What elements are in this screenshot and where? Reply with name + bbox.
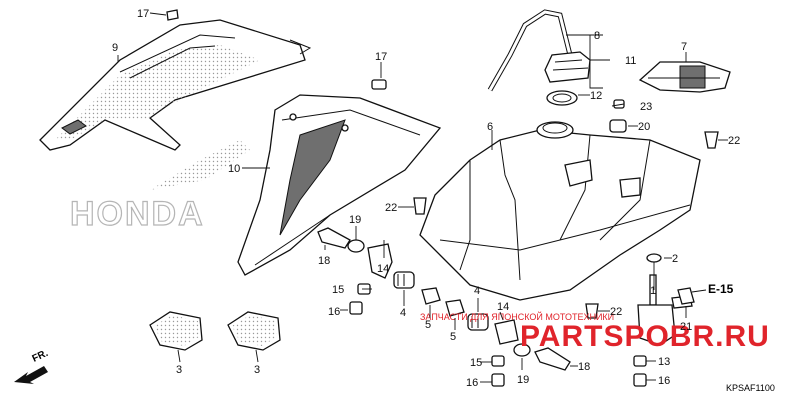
grommet-4-right bbox=[467, 313, 489, 331]
rubber-3-left bbox=[149, 311, 203, 351]
callout-1: 1 bbox=[650, 285, 656, 297]
bolt-16-left bbox=[349, 301, 363, 315]
grommet-4-left bbox=[393, 271, 415, 289]
bolt-17-side bbox=[371, 79, 387, 90]
callout-14: 14 bbox=[497, 301, 509, 313]
rubber-3-right bbox=[227, 311, 281, 351]
callout-10: 10 bbox=[228, 163, 240, 175]
callout-7: 7 bbox=[681, 41, 687, 53]
callout-15: 15 bbox=[332, 284, 344, 296]
callout-20: 20 bbox=[638, 121, 650, 133]
callout-5: 5 bbox=[425, 319, 431, 331]
callout-21: 21 bbox=[680, 321, 692, 333]
watermark-text: ЗАПЧАСТИ ДЛЯ ЯПОНСКОЙ МОТОТЕХНИКИ bbox=[420, 311, 614, 322]
callout-15: 15 bbox=[470, 357, 482, 369]
arrow-icon bbox=[14, 366, 48, 384]
bolt-18-right bbox=[534, 347, 571, 371]
clip-21 bbox=[677, 287, 695, 305]
leader-lines bbox=[117, 12, 728, 383]
bolt-17-top bbox=[166, 9, 179, 21]
bolt-18-left bbox=[317, 227, 351, 249]
bolt-16-valve bbox=[633, 373, 647, 387]
washer-2 bbox=[646, 253, 662, 263]
nut-13 bbox=[633, 355, 647, 367]
honda-watermark: HONDA bbox=[69, 140, 250, 234]
callout-16: 16 bbox=[466, 377, 478, 389]
direction-label: FR. bbox=[31, 348, 50, 365]
watermark-logo: PARTSPOBR.RU bbox=[520, 320, 770, 353]
callout-17: 17 bbox=[375, 51, 387, 63]
collar-5-left bbox=[421, 287, 441, 305]
fuel-tank bbox=[419, 121, 701, 301]
callout-12: 12 bbox=[590, 90, 602, 102]
callouts: 17 9 10 17 6 8 11 12 7 23 20 22 22 19 18… bbox=[112, 8, 740, 389]
callout-22: 22 bbox=[385, 202, 397, 214]
callout-4: 4 bbox=[400, 307, 406, 319]
stay-14-right bbox=[494, 319, 519, 345]
shroud-side bbox=[237, 94, 442, 276]
diagram-code: KPSAF1100 bbox=[726, 383, 775, 393]
breather-tube bbox=[487, 9, 573, 92]
callout-19: 19 bbox=[349, 214, 361, 226]
callout-5: 5 bbox=[450, 331, 456, 343]
callout-3: 3 bbox=[176, 364, 182, 376]
bolt-16-right bbox=[491, 373, 505, 387]
callout-22: 22 bbox=[610, 306, 622, 318]
callout-9: 9 bbox=[112, 42, 118, 54]
callout-16: 16 bbox=[328, 306, 340, 318]
honda-logo-text: HONDA bbox=[70, 195, 205, 233]
reference-label: E-15 bbox=[708, 282, 734, 296]
callout-22: 22 bbox=[728, 135, 740, 147]
callout-16: 16 bbox=[658, 375, 670, 387]
bolt-22-left bbox=[413, 197, 427, 215]
fuel-cap bbox=[544, 51, 591, 83]
tank-strap bbox=[638, 61, 731, 93]
collar-19-right bbox=[513, 343, 531, 357]
bolt-22-right bbox=[704, 131, 719, 149]
cap-gasket bbox=[546, 90, 578, 106]
cushion-20 bbox=[609, 119, 627, 133]
collar-19-left bbox=[347, 239, 365, 253]
bolt-22-lower bbox=[585, 303, 599, 319]
callout-13: 13 bbox=[658, 356, 670, 368]
callout-14: 14 bbox=[377, 263, 389, 275]
callout-19: 19 bbox=[517, 374, 529, 386]
callout-4: 4 bbox=[474, 285, 480, 297]
callout-3: 3 bbox=[254, 364, 260, 376]
callout-6: 6 bbox=[487, 121, 493, 133]
callout-11: 11 bbox=[625, 55, 636, 67]
callout-8: 8 bbox=[594, 30, 600, 42]
nut-15-right bbox=[491, 355, 505, 367]
shroud-upper bbox=[39, 19, 312, 151]
collar-5-right bbox=[445, 299, 465, 317]
callout-17: 17 bbox=[137, 8, 149, 20]
callout-2: 2 bbox=[672, 253, 678, 265]
callout-18: 18 bbox=[318, 255, 330, 267]
callout-23: 23 bbox=[640, 101, 652, 113]
stay-14-left bbox=[367, 243, 393, 279]
callout-18: 18 bbox=[578, 361, 590, 373]
